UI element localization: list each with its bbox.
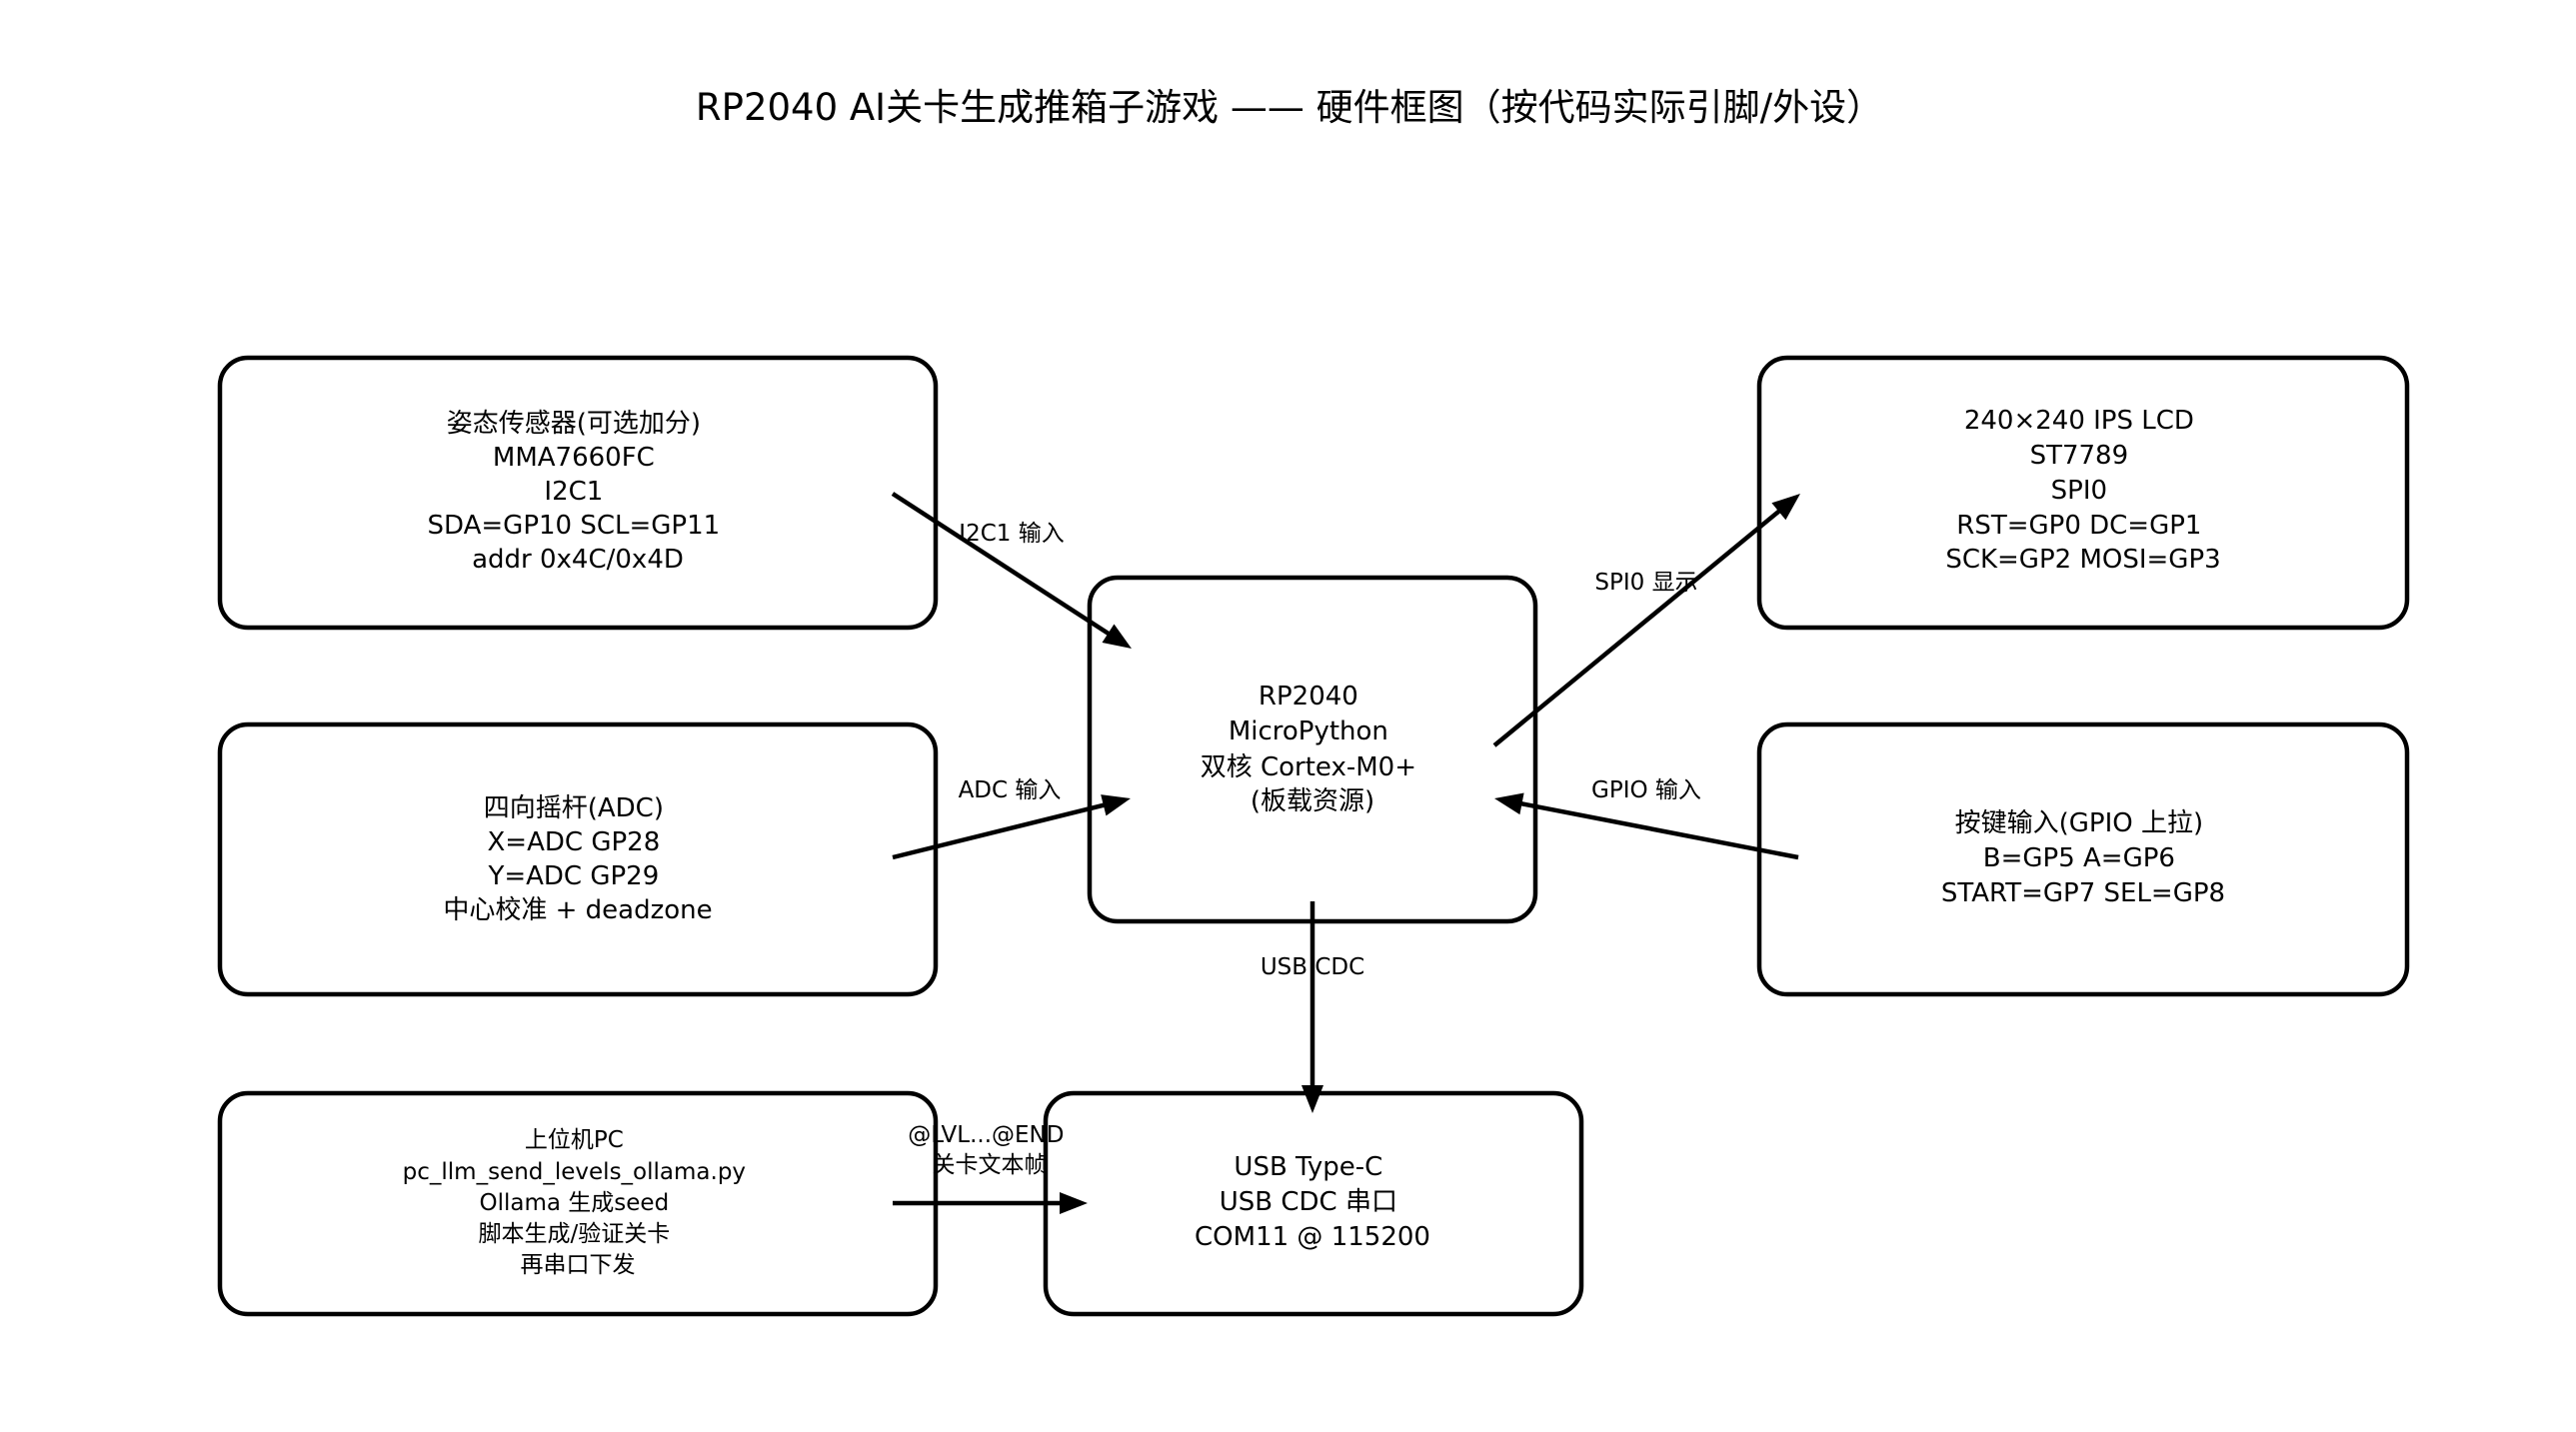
- diagram-title: RP2040 AI关卡生成推箱子游戏 —— 硬件框图（按代码实际引脚/外设）: [696, 86, 1883, 129]
- node-pc-line: 上位机PC: [525, 1127, 624, 1153]
- node-buttons-line: B=GP5 A=GP6: [1983, 843, 2175, 873]
- node-joystick-label: 四向摇杆(ADC) X=ADC GP28 Y=ADC GP29 中心校准 + d…: [443, 793, 712, 925]
- edge-serial-label-line: 关卡文本帧: [933, 1152, 1048, 1178]
- node-mcu-line: MicroPython: [1229, 716, 1388, 746]
- edge-i2c: I2C1 输入: [891, 492, 1132, 649]
- node-mcu-line: RP2040: [1259, 682, 1358, 712]
- node-lcd: 240×240 IPS LCD ST7789 SPI0 RST=GP0 DC=G…: [1756, 355, 2410, 631]
- node-pc-label: 上位机PC pc_llm_send_levels_ollama.py Ollam…: [403, 1127, 754, 1278]
- edge-usbcdc: USB CDC: [1261, 901, 1364, 1113]
- node-joystick-line: Y=ADC GP29: [487, 861, 659, 891]
- edge-usbcdc-label-line: USB CDC: [1261, 954, 1364, 980]
- edge-spi-label: SPI0 显示: [1594, 570, 1697, 596]
- edge-serial: @LVL...@END 关卡文本帧: [893, 1122, 1088, 1214]
- edge-adc-label-line: ADC 输入: [959, 777, 1062, 803]
- edge-gpio-line: [1519, 800, 1799, 860]
- node-joystick-box: [217, 721, 939, 997]
- edge-serial-label-line: @LVL...@END: [908, 1122, 1064, 1148]
- edge-i2c-line: [891, 492, 1112, 637]
- node-lcd-label: 240×240 IPS LCD ST7789 SPI0 RST=GP0 DC=G…: [1945, 406, 2220, 575]
- node-usb-line: USB CDC 串口: [1220, 1187, 1397, 1217]
- edge-usbcdc-arrowhead: [1301, 1085, 1323, 1113]
- node-mcu-line: 双核 Cortex-M0+: [1201, 752, 1416, 782]
- node-lcd-line: SPI0: [2051, 476, 2107, 506]
- node-pc-line: 再串口下发: [521, 1252, 636, 1278]
- edges: I2C1 输入 ADC 输入 SPI0 显示 GPIO 输入: [891, 492, 1800, 1214]
- node-lcd-line: 240×240 IPS LCD: [1964, 406, 2194, 436]
- edge-spi: SPI0 显示: [1492, 494, 1800, 747]
- node-buttons-line: 按键输入(GPIO 上拉): [1955, 808, 2204, 838]
- node-mcu-line: (板载资源): [1251, 786, 1374, 816]
- edge-adc-line: [892, 802, 1107, 860]
- edge-spi-arrowhead: [1771, 494, 1800, 521]
- node-buttons-box: [1756, 721, 2410, 997]
- node-lcd-box: [1756, 355, 2410, 631]
- edge-usbcdc-label: USB CDC: [1261, 954, 1364, 980]
- node-lcd-line: ST7789: [2030, 441, 2129, 471]
- edge-adc-arrowhead: [1101, 794, 1131, 816]
- node-sensor: 姿态传感器(可选加分) MMA7660FC I2C1 SDA=GP10 SCL=…: [217, 355, 939, 631]
- edge-spi-line: [1492, 508, 1782, 747]
- edge-adc-label: ADC 输入: [959, 777, 1062, 803]
- node-sensor-line: SDA=GP10 SCL=GP11: [428, 511, 721, 541]
- edge-serial-arrowhead: [1060, 1192, 1088, 1214]
- edge-i2c-arrowhead: [1102, 624, 1132, 649]
- edge-serial-label: @LVL...@END 关卡文本帧: [908, 1122, 1072, 1178]
- node-pc-line: 脚本生成/验证关卡: [478, 1221, 670, 1247]
- node-joystick-line: X=ADC GP28: [488, 827, 661, 857]
- node-sensor-box: [217, 355, 939, 631]
- node-mcu: RP2040 MicroPython 双核 Cortex-M0+ (板载资源): [1087, 575, 1538, 924]
- node-mcu-label: RP2040 MicroPython 双核 Cortex-M0+ (板载资源): [1201, 682, 1425, 816]
- node-pc-line: Ollama 生成seed: [480, 1190, 670, 1216]
- edge-gpio-label-line: GPIO 输入: [1591, 777, 1701, 803]
- edge-gpio: GPIO 输入: [1494, 777, 1799, 860]
- node-buttons-label: 按键输入(GPIO 上拉) B=GP5 A=GP6 START=GP7 SEL=…: [1941, 808, 2225, 908]
- node-buttons: 按键输入(GPIO 上拉) B=GP5 A=GP6 START=GP7 SEL=…: [1756, 721, 2410, 997]
- node-usb-line: COM11 @ 115200: [1195, 1222, 1430, 1252]
- node-usb: USB Type-C USB CDC 串口 COM11 @ 115200: [1043, 1090, 1584, 1317]
- node-lcd-line: SCK=GP2 MOSI=GP3: [1945, 545, 2220, 575]
- edge-adc: ADC 输入: [892, 777, 1131, 860]
- node-mcu-box: [1087, 575, 1538, 924]
- node-sensor-line: MMA7660FC: [493, 443, 655, 473]
- edge-gpio-arrowhead: [1494, 792, 1524, 815]
- node-usb-line: USB Type-C: [1234, 1152, 1382, 1182]
- edge-spi-label-line: SPI0 显示: [1594, 570, 1697, 596]
- node-usb-label: USB Type-C USB CDC 串口 COM11 @ 115200: [1195, 1152, 1430, 1252]
- edge-i2c-label-line: I2C1 输入: [959, 521, 1064, 547]
- node-lcd-line: RST=GP0 DC=GP1: [1956, 511, 2201, 541]
- node-joystick: 四向摇杆(ADC) X=ADC GP28 Y=ADC GP29 中心校准 + d…: [217, 721, 939, 997]
- node-sensor-line: I2C1: [544, 477, 603, 507]
- node-joystick-line: 四向摇杆(ADC): [484, 793, 664, 823]
- node-pc-line: pc_llm_send_levels_ollama.py: [403, 1159, 746, 1185]
- node-pc: 上位机PC pc_llm_send_levels_ollama.py Ollam…: [217, 1090, 939, 1317]
- node-sensor-line: 姿态传感器(可选加分): [447, 409, 701, 439]
- edge-i2c-label: I2C1 输入: [959, 521, 1064, 547]
- edge-gpio-label: GPIO 输入: [1591, 777, 1701, 803]
- node-sensor-label: 姿态传感器(可选加分) MMA7660FC I2C1 SDA=GP10 SCL=…: [428, 409, 729, 575]
- node-sensor-line: addr 0x4C/0x4D: [472, 545, 684, 575]
- node-joystick-line: 中心校准 + deadzone: [443, 895, 712, 925]
- node-buttons-line: START=GP7 SEL=GP8: [1941, 878, 2225, 908]
